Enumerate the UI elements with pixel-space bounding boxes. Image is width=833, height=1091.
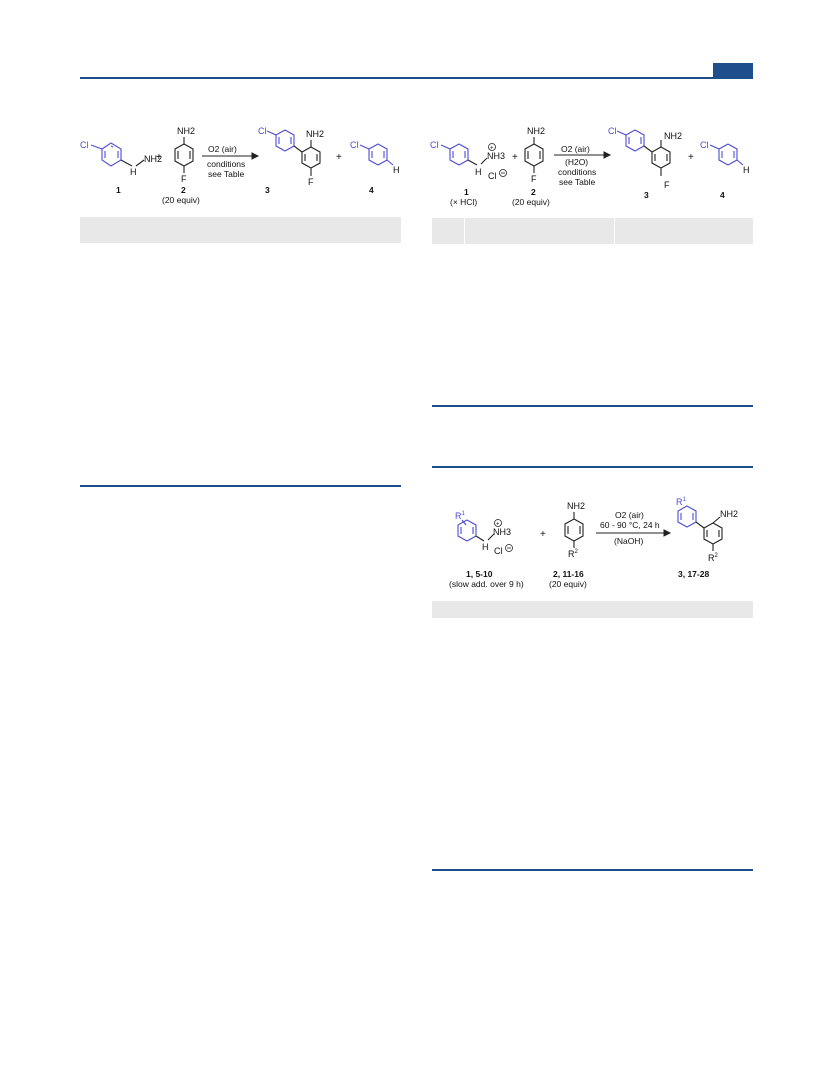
product-4-cl: Cl — [350, 140, 359, 150]
plus-1: + — [156, 152, 162, 163]
svg-text:+: + — [490, 146, 494, 152]
plus-2: + — [688, 152, 694, 163]
nh-label: H — [475, 167, 482, 177]
right-table-bottom-rule — [432, 405, 753, 407]
plus: + — [540, 529, 546, 540]
scheme-bottom-top-rule — [432, 466, 753, 468]
bottom-table-header — [432, 601, 753, 618]
product-3-f: F — [664, 180, 670, 190]
svg-text:+: + — [496, 522, 500, 528]
product-r2: R2 — [708, 553, 719, 563]
cl-label: Cl — [430, 140, 439, 150]
reactant-ring — [457, 519, 477, 542]
product-4-cl: Cl — [700, 140, 709, 150]
nh3-label: NH3 — [487, 151, 505, 161]
product-3-aniline — [643, 140, 671, 176]
product-4-h: H — [743, 165, 750, 175]
r1-label: R1 — [455, 511, 466, 521]
label-2-sub: (20 equiv) — [162, 195, 200, 205]
label-1: 1 — [116, 185, 121, 195]
label-1-sub: (× HCl) — [450, 197, 477, 207]
reactant-1-ring — [440, 143, 469, 166]
product-3-f: F — [308, 177, 314, 187]
arrow-top-text: O2 (air) — [561, 144, 590, 154]
product-aryl — [677, 505, 697, 528]
arrow-mid-text: 60 - 90 °C, 24 h — [600, 520, 660, 530]
nh-label: H — [482, 542, 489, 552]
page-badge — [713, 63, 753, 77]
product-3-aryl — [266, 129, 295, 152]
label-3: 3 — [644, 190, 649, 200]
chloride-label: Cl — [494, 546, 503, 556]
label-2-sub: (20 equiv) — [512, 197, 550, 207]
label-4: 4 — [369, 185, 374, 195]
label-3: 3, 17-28 — [678, 569, 709, 579]
label-1-sub: (slow add. over 9 h) — [449, 579, 524, 589]
arrow-bottom-text: see Table — [208, 169, 245, 179]
reagent-nh2: NH2 — [567, 501, 585, 511]
label-2-sub: (20 equiv) — [549, 579, 587, 589]
arrow-top-text: O2 (air) — [615, 510, 644, 520]
label-4: 4 — [720, 190, 725, 200]
reaction-arrow — [202, 152, 260, 160]
reactant-1-ring — [90, 142, 122, 167]
reagent-2-nh2: NH2 — [527, 126, 545, 136]
product-r1: R1 — [676, 497, 687, 507]
scheme-bottom: R1 H NH3 + Cl + NH2 R2 O2 (air) 60 - 90 — [440, 495, 760, 600]
reagent-2-f: F — [181, 174, 187, 184]
plus-1: + — [512, 152, 518, 163]
reagent-2-ring — [524, 137, 544, 173]
product-4-ring — [709, 143, 744, 166]
product-nh2: NH2 — [720, 509, 738, 519]
scheme-right: Cl H NH3 + Cl + NH2 F O2 (air) — [430, 118, 760, 218]
arrow-bottom-text: see Table — [559, 177, 596, 187]
product-3-cl: Cl — [258, 126, 267, 136]
reaction-arrow — [596, 529, 672, 537]
product-aniline — [695, 516, 723, 551]
label-1: 1 — [464, 187, 469, 197]
product-3-aniline — [293, 140, 321, 176]
arrow-line2-text: (H2O) — [565, 157, 588, 167]
reagent-2-f: F — [531, 174, 537, 184]
reaction-arrow — [554, 151, 612, 159]
arrow-mid-text: conditions — [207, 159, 245, 169]
product-4-h: H — [393, 165, 400, 175]
reagent-2-ring — [174, 137, 194, 173]
label-2: 2 — [181, 185, 186, 195]
product-4-ring — [359, 143, 394, 166]
product-3-nh2: NH2 — [664, 131, 682, 141]
chloride-label: Cl — [488, 171, 497, 181]
cl-label: Cl — [80, 140, 89, 150]
label-1: 1, 5-10 — [466, 569, 493, 579]
nh2-label: NH2 — [144, 154, 162, 164]
right-table-col-sep-1 — [464, 218, 465, 244]
product-3-cl: Cl — [608, 126, 617, 136]
arrow-top-text: O2 (air) — [208, 144, 237, 154]
plus-2: + — [336, 152, 342, 163]
left-table-bottom-rule — [80, 485, 401, 487]
label-2: 2, 11-16 — [553, 569, 584, 579]
reagent-r2: R2 — [568, 549, 579, 559]
header-rule — [80, 77, 753, 79]
nh3-label: NH3 — [493, 527, 511, 537]
arrow-mid-text: conditions — [558, 167, 596, 177]
label-2: 2 — [531, 187, 536, 197]
label-3: 3 — [265, 185, 270, 195]
reagent-ring — [564, 512, 584, 548]
reagent-2-nh2: NH2 — [177, 126, 195, 136]
arrow-bottom-text: (NaOH) — [614, 536, 643, 546]
product-3-nh2: NH2 — [306, 129, 324, 139]
right-table-col-sep-2 — [614, 218, 615, 244]
right-table-header — [432, 218, 753, 244]
left-table-header — [80, 217, 401, 243]
scheme-left: Cl H NH2 + NH2 F O2 (air) — [80, 118, 405, 213]
nh-label: H — [130, 167, 137, 177]
product-3-aryl — [616, 129, 645, 152]
bottom-table-bottom-rule — [432, 869, 753, 871]
